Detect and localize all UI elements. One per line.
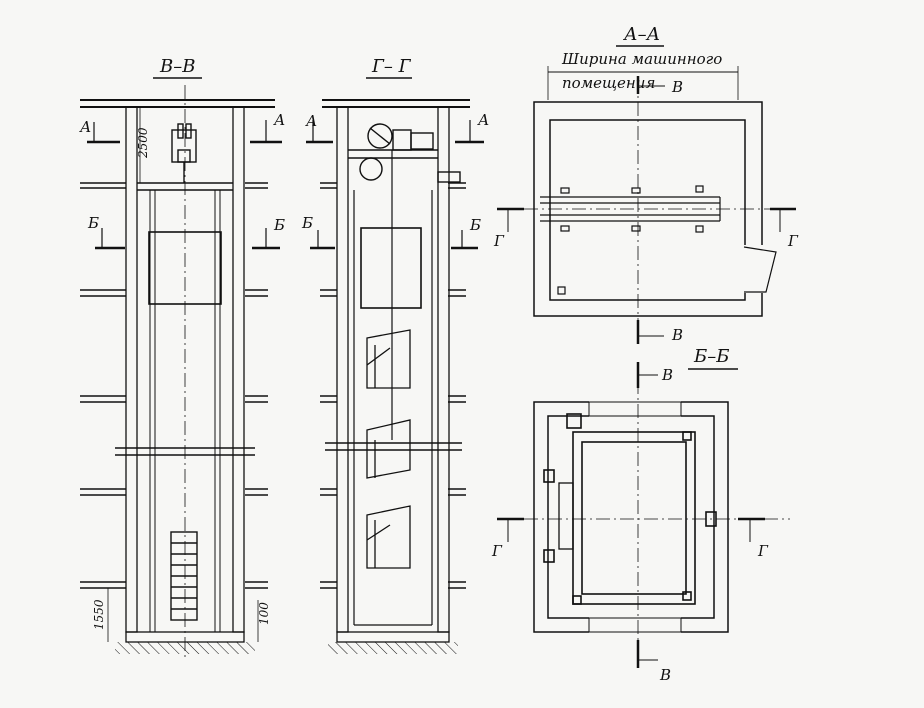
floor-slabs-left: [80, 182, 126, 589]
cut-mark-g-left: Г: [491, 517, 524, 560]
cut-mark-g-right: Г: [738, 517, 769, 560]
cut-mark-a-left: А: [79, 118, 120, 144]
svg-text:В: В: [671, 78, 683, 96]
floor-slabs-right: [448, 182, 466, 589]
machine-room-walls: [533, 101, 763, 317]
dim-1550: 1550: [92, 599, 106, 630]
floor-slabs-left: [320, 182, 337, 589]
svg-text:Б: Б: [301, 214, 313, 232]
guide-rails: [149, 190, 221, 632]
elevator-car: [148, 231, 222, 305]
door-openings: [588, 401, 682, 633]
svg-text:Б: Б: [273, 216, 285, 234]
section-gg-title: Г– Г: [371, 56, 412, 77]
svg-text:Б: Б: [469, 216, 481, 234]
cut-mark-b-right: Б: [252, 216, 285, 250]
svg-text:А: А: [477, 111, 489, 129]
inner-lines: [353, 150, 433, 626]
cut-mark-a-right: А: [250, 111, 285, 144]
section-aa-title: А–А: [622, 24, 660, 45]
elevator-car: [543, 413, 717, 605]
winch-machine: [348, 123, 461, 183]
svg-text:Г: Г: [757, 542, 769, 560]
shaft-wall-left: [336, 106, 349, 633]
section-bb: Б–Б В: [491, 346, 790, 684]
cut-mark-v-bottom: В: [636, 320, 683, 344]
svg-text:А: А: [305, 112, 317, 130]
ground-hatch: [328, 642, 458, 654]
cut-mark-b-right: Б: [451, 216, 481, 250]
winch-drive: [171, 123, 197, 183]
machine-room-width-label-2: помещения: [562, 74, 655, 92]
cut-mark-v-bottom: В: [636, 640, 671, 684]
cut-mark-g-right: Г: [770, 207, 799, 250]
svg-text:А: А: [273, 111, 285, 129]
floor-slabs-right: [245, 182, 268, 589]
section-bb-title: Б–Б: [693, 346, 729, 367]
cut-mark-a-left: А: [305, 112, 333, 144]
shaft-wall-right: [232, 106, 245, 633]
section-gg: Г– Г: [301, 56, 489, 654]
section-vv-title: В–В: [159, 56, 195, 77]
cut-mark-v-top: В: [636, 76, 683, 96]
shaft-wall-right: [437, 106, 450, 633]
dim-100: 100: [257, 602, 271, 625]
shaft-wall-left: [125, 106, 138, 633]
ground-hatch: [115, 642, 255, 654]
svg-text:Г: Г: [491, 542, 503, 560]
elevator-car: [360, 227, 422, 309]
cut-mark-a-right: А: [455, 111, 489, 144]
shaft-walls: [533, 401, 729, 633]
counterweight: [558, 482, 574, 550]
cut-mark-g-left: Г: [493, 207, 524, 250]
machine-beams: [540, 185, 721, 295]
svg-text:Б: Б: [87, 214, 99, 232]
svg-text:В: В: [671, 326, 683, 344]
cut-mark-v-top: В: [636, 362, 673, 388]
svg-text:Г: Г: [493, 232, 505, 250]
counterweight: [170, 531, 198, 621]
section-aa: А–А Ширина машинного помещения В: [493, 24, 799, 344]
cut-mark-b-left: Б: [87, 214, 125, 250]
machine-room-door: [743, 246, 777, 293]
svg-text:В: В: [661, 366, 673, 384]
section-vv: В–В: [79, 56, 285, 660]
pit-floor: [336, 631, 450, 643]
machine-room-width-label: Ширина машинного: [561, 50, 722, 68]
svg-text:А: А: [79, 118, 91, 136]
svg-text:Г: Г: [787, 232, 799, 250]
svg-text:В: В: [659, 666, 671, 684]
landing-doors: [366, 329, 411, 569]
cut-mark-b-left: Б: [301, 214, 335, 250]
dim-2500: 2500: [136, 127, 150, 159]
